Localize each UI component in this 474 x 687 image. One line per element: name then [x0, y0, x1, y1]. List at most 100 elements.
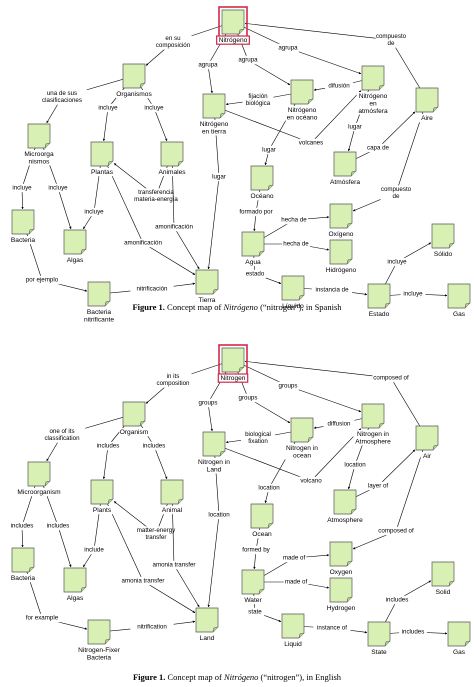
link-label-bg — [45, 183, 71, 193]
root-label-frame — [217, 373, 249, 383]
concept-icon-fold — [346, 560, 353, 567]
concept-label: Solid — [436, 589, 451, 596]
concept-icon-fold — [44, 480, 51, 487]
concept-label-bg — [353, 430, 393, 446]
concept-icon-fold — [378, 422, 385, 429]
concept-label-line: Agua — [245, 259, 261, 266]
link-label-line: location — [208, 511, 230, 518]
concept-label-bg — [433, 588, 453, 597]
concept-label-line: Algas — [67, 595, 84, 602]
link-label-line: biological — [245, 431, 271, 438]
link-arrow — [377, 111, 416, 149]
link-label-line: diffusion — [328, 420, 351, 427]
concept-label-bg — [285, 106, 319, 122]
link-label-line: difusión — [328, 82, 350, 89]
concept-icon-fold — [378, 84, 385, 91]
link-label-bg — [384, 257, 410, 267]
link-label-line: amonia transfer — [122, 577, 165, 584]
link-label-line: includes — [402, 628, 425, 635]
caption-text: Concept map of — [165, 672, 224, 682]
link-label-line: agrupa — [278, 44, 298, 51]
concept-label-line: Organism — [120, 429, 149, 436]
link-label-bg — [399, 627, 427, 637]
link-label-line: transfer — [146, 534, 167, 541]
concept-label-line: Océano — [250, 193, 273, 200]
link-label-bg — [377, 526, 415, 536]
concept-label: Nitrogen — [221, 375, 246, 382]
link-label-bg — [154, 34, 192, 50]
link-label-line: made of — [283, 554, 306, 561]
concept-label-bg — [90, 506, 114, 515]
link-label-bg — [81, 207, 107, 217]
link-label-line: groups — [199, 399, 218, 406]
link-label-bg — [23, 275, 61, 285]
concept-label-line: Water — [244, 597, 262, 604]
concept-label-bg — [356, 92, 390, 115]
concept-node-organismos: Organism — [119, 401, 149, 437]
link-label-bg — [81, 545, 107, 555]
link-label: hecha de — [283, 240, 309, 247]
link-label-line: amonificación — [124, 239, 162, 246]
concept-icon-fold — [44, 142, 51, 149]
link-label-bg — [364, 481, 392, 491]
concept-icon-fold — [107, 160, 114, 167]
link-label: include — [84, 546, 104, 553]
concept-icon-fold — [212, 626, 219, 633]
concept-label: Nitrógeno — [219, 37, 248, 44]
link-label: lugar — [348, 123, 362, 130]
concept-label-line: nitrificante — [84, 316, 114, 323]
link-label-bg — [205, 510, 233, 520]
link-label-line: one of its — [49, 428, 74, 435]
concept-label-line: Algas — [67, 257, 84, 264]
link-label: incluye — [12, 184, 32, 191]
link-label-line: for example — [26, 614, 59, 621]
link-label-bg — [23, 613, 61, 623]
link-arrow — [310, 428, 362, 482]
link-arrow — [244, 360, 392, 379]
link-label: lugar — [262, 146, 276, 153]
link-label: incluye — [144, 104, 164, 111]
link-line — [213, 443, 312, 482]
link-label-line: nitrification — [137, 623, 167, 630]
link-arrow — [142, 242, 196, 275]
link-label: location — [208, 511, 230, 518]
concept-label: Bacteria — [11, 575, 36, 582]
caption-term: Nitrógeno — [223, 302, 258, 312]
link-label-line: composición — [156, 42, 191, 49]
concept-icon-fold — [350, 508, 357, 515]
link-label: includes — [47, 522, 70, 529]
link-label-line: incluye — [403, 290, 423, 297]
concept-label-line: atmósfera — [358, 108, 388, 115]
concept-label-bg — [418, 114, 436, 123]
concept-label-line: en tierra — [202, 128, 227, 135]
concept-node-root: Nitrogen — [217, 344, 249, 383]
link-label-bg — [280, 215, 308, 225]
figure-caption-english: Figure 1. Concept map of Nitrógeno (“nit… — [0, 672, 474, 682]
link-label-line: matter-energy — [137, 527, 176, 534]
link-label-bg — [130, 284, 174, 294]
concept-label-line: Hidrógeno — [326, 267, 357, 274]
concept-icon-fold — [350, 170, 357, 177]
concept-icon-fold — [238, 366, 245, 373]
concept-label: Oxígeno — [329, 231, 354, 238]
concept-icon-fold — [177, 160, 184, 167]
concept-label: Atmosphere — [327, 517, 363, 524]
concept-label-line: Land — [200, 635, 215, 642]
link-label-bg — [372, 373, 410, 383]
link-line — [395, 437, 428, 532]
caption-figure-number: Figure 1. — [132, 302, 165, 312]
concept-node-animales: Animal — [160, 479, 184, 515]
concept-node-atmosfera: Atmosphere — [327, 489, 363, 525]
concept-label: Plantas — [91, 169, 114, 176]
link-label: groups — [239, 394, 258, 401]
link-label-line: clasificaciones — [42, 97, 82, 104]
concept-node-gas: Gas — [447, 621, 471, 657]
concept-label: Organismos — [116, 91, 152, 98]
concept-label: Hydrogen — [327, 605, 356, 612]
link-label-bg — [244, 269, 266, 279]
concept-label-bg — [8, 236, 38, 245]
